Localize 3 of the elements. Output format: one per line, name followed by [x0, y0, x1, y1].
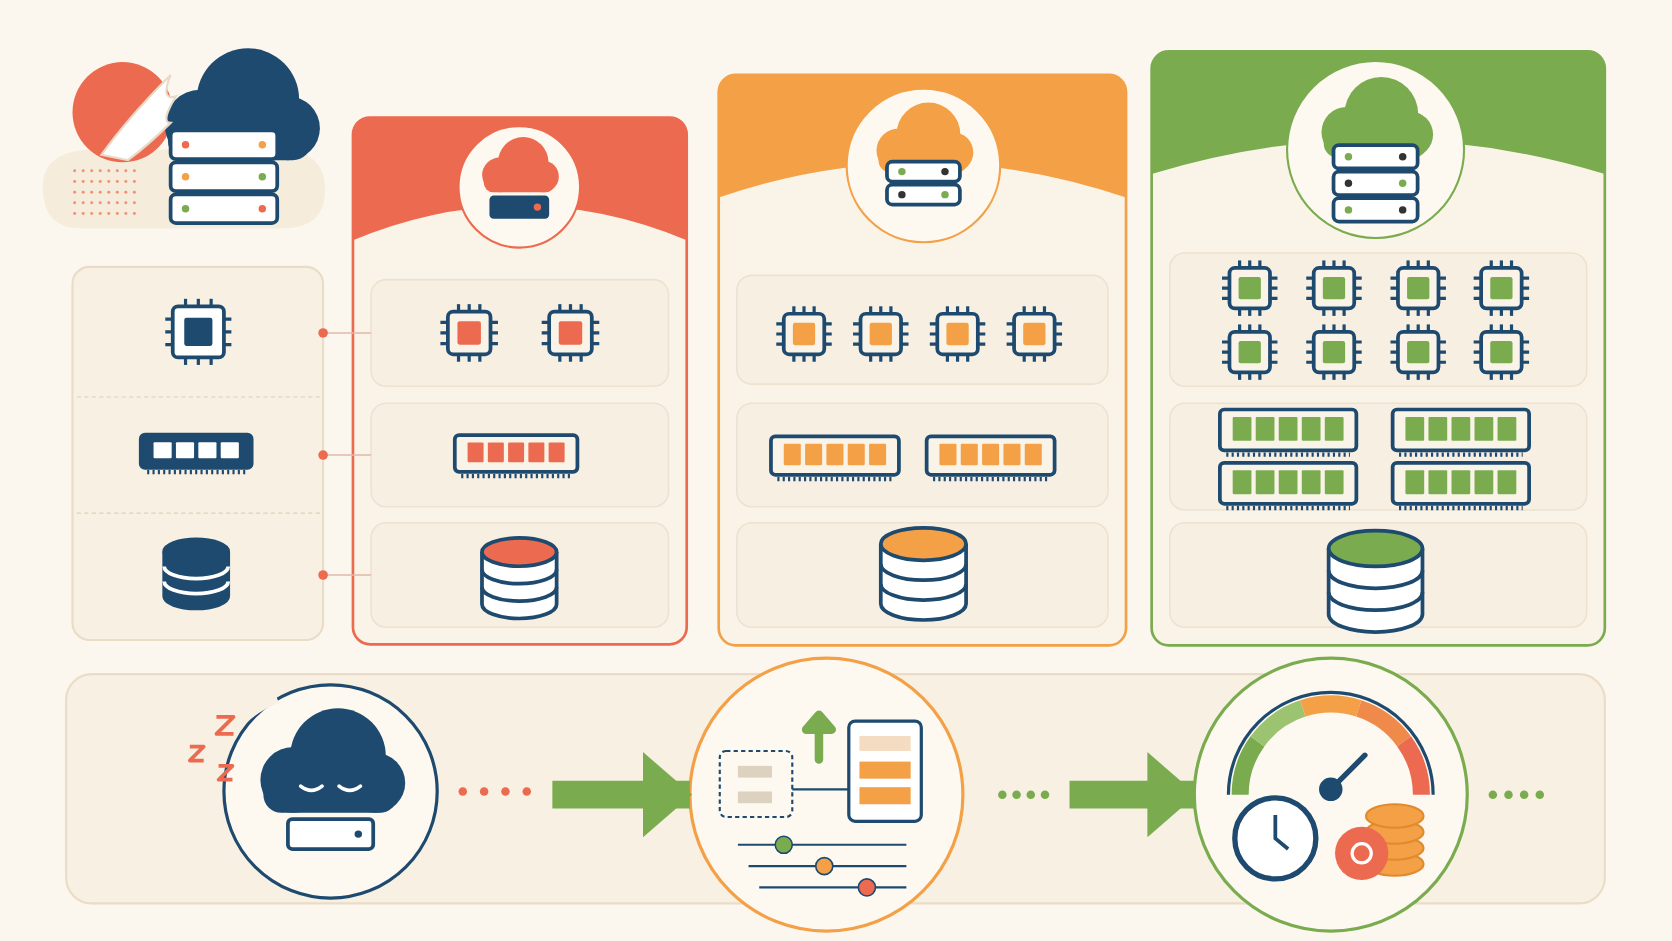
- connector-line: [318, 570, 372, 580]
- connector-line: [318, 450, 372, 460]
- connector-line: [318, 328, 372, 338]
